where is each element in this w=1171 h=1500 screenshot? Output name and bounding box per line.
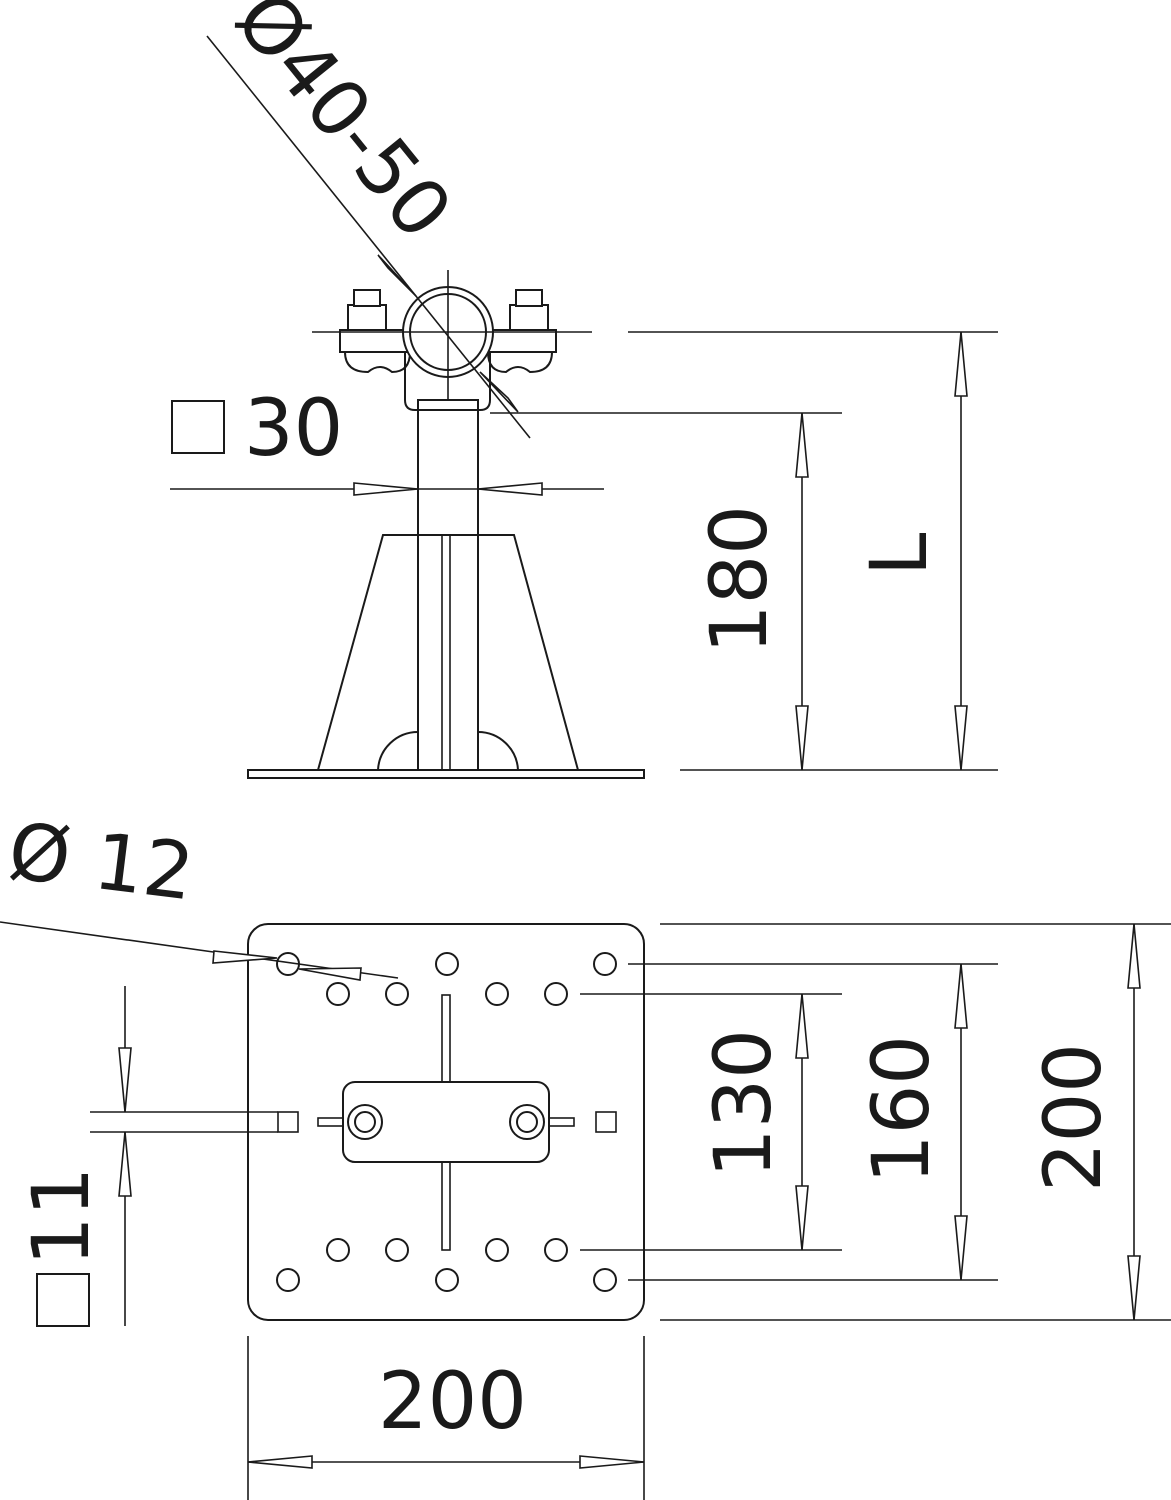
post <box>417 399 479 771</box>
diameter-leader <box>206 35 531 439</box>
hole-arrow-right <box>298 967 362 981</box>
arrow-L-top <box>954 331 968 397</box>
mounting-holes <box>276 952 617 1292</box>
plate-width-label: 200 <box>378 1357 527 1447</box>
bolt-left-outer <box>347 1104 383 1140</box>
hole <box>435 1268 459 1292</box>
hole <box>385 982 409 1006</box>
clamp-plate <box>342 1081 550 1163</box>
arrow-200h-top <box>1127 923 1141 989</box>
outer-hole-spacing-label: 160 <box>857 1035 947 1184</box>
bolt-right-outer <box>509 1104 545 1140</box>
plate-height-label: 200 <box>1029 1043 1119 1192</box>
base-plate-plan <box>247 923 645 1321</box>
plate-width-dimension: 200 <box>247 1336 645 1500</box>
inner-hole-spacing-dimension: 130 <box>580 993 842 1251</box>
plate-height-dimension: 200 <box>660 923 1171 1321</box>
square-symbol-11 <box>36 1273 90 1327</box>
hole <box>435 952 459 976</box>
overall-height-label: L <box>855 532 945 576</box>
hole <box>326 982 350 1006</box>
nut-right-top <box>515 289 543 307</box>
arrow-200w-right <box>579 1455 645 1469</box>
side-view <box>247 270 645 779</box>
hole <box>544 982 568 1006</box>
arrow-130-bottom <box>795 1185 809 1251</box>
arrow-180-bottom <box>795 705 809 771</box>
nut-left-top <box>353 289 381 307</box>
nut-right <box>509 304 549 331</box>
square-symbol-30 <box>171 400 225 454</box>
arrow-11-bottom <box>118 1131 132 1197</box>
weld-left <box>377 730 419 771</box>
base-plate-side <box>247 769 645 779</box>
post-height-dimension: 180 <box>490 412 998 771</box>
hole-arrow-left <box>212 950 278 964</box>
clamp-flange-left <box>339 329 413 353</box>
hole-diameter-label: Ø 12 <box>4 807 199 919</box>
diameter-arrow-bottom <box>479 371 519 413</box>
hole <box>276 1268 300 1292</box>
square-slot-right <box>595 1111 617 1133</box>
hole <box>544 1238 568 1262</box>
post-section-label: 30 <box>244 384 343 474</box>
square-slot-left <box>277 1111 299 1133</box>
post-section-dimension: 30 <box>170 384 604 496</box>
overall-height-dimension: L <box>628 331 998 771</box>
arrow-130-top <box>795 993 809 1059</box>
tab-left <box>317 1117 344 1127</box>
arrow-160-bottom <box>954 1215 968 1281</box>
weld-right <box>477 730 519 771</box>
arrow-11-top <box>118 1047 132 1113</box>
tab-right <box>548 1117 575 1127</box>
slot-width-label: 11 <box>17 1167 107 1266</box>
diameter-arrow-top <box>377 254 417 297</box>
nut-left <box>347 304 387 331</box>
hole <box>326 1238 350 1262</box>
hole <box>593 952 617 976</box>
bolt-right-inner <box>516 1111 538 1133</box>
plan-view <box>247 923 645 1321</box>
section-arrow-right <box>477 482 543 496</box>
tapered-support <box>317 534 579 771</box>
outer-hole-spacing-dimension: 160 <box>628 963 998 1281</box>
hole <box>385 1238 409 1262</box>
post-height-label: 180 <box>695 505 785 654</box>
hole <box>485 1238 509 1262</box>
hole <box>485 982 509 1006</box>
post-slot <box>441 534 451 771</box>
hole <box>593 1268 617 1292</box>
bolt-left-inner <box>354 1111 376 1133</box>
clamp-saddle <box>404 340 491 411</box>
clamp-flange-right <box>483 329 557 353</box>
arrow-200h-bottom <box>1127 1255 1141 1321</box>
inner-hole-spacing-label: 130 <box>699 1029 789 1178</box>
hole-diameter-dimension: Ø 12 <box>0 807 399 981</box>
section-arrow-left <box>353 482 419 496</box>
slot-width-dimension: 11 <box>17 986 278 1327</box>
wing-nut-left <box>344 351 411 374</box>
arrow-160-top <box>954 963 968 1029</box>
wing-nut-right <box>487 351 553 374</box>
arrow-180-top <box>795 412 809 478</box>
arrow-200w-left <box>247 1455 313 1469</box>
arrow-L-bottom <box>954 705 968 771</box>
pipe-diameter-label: Ø40-50 <box>217 0 468 256</box>
